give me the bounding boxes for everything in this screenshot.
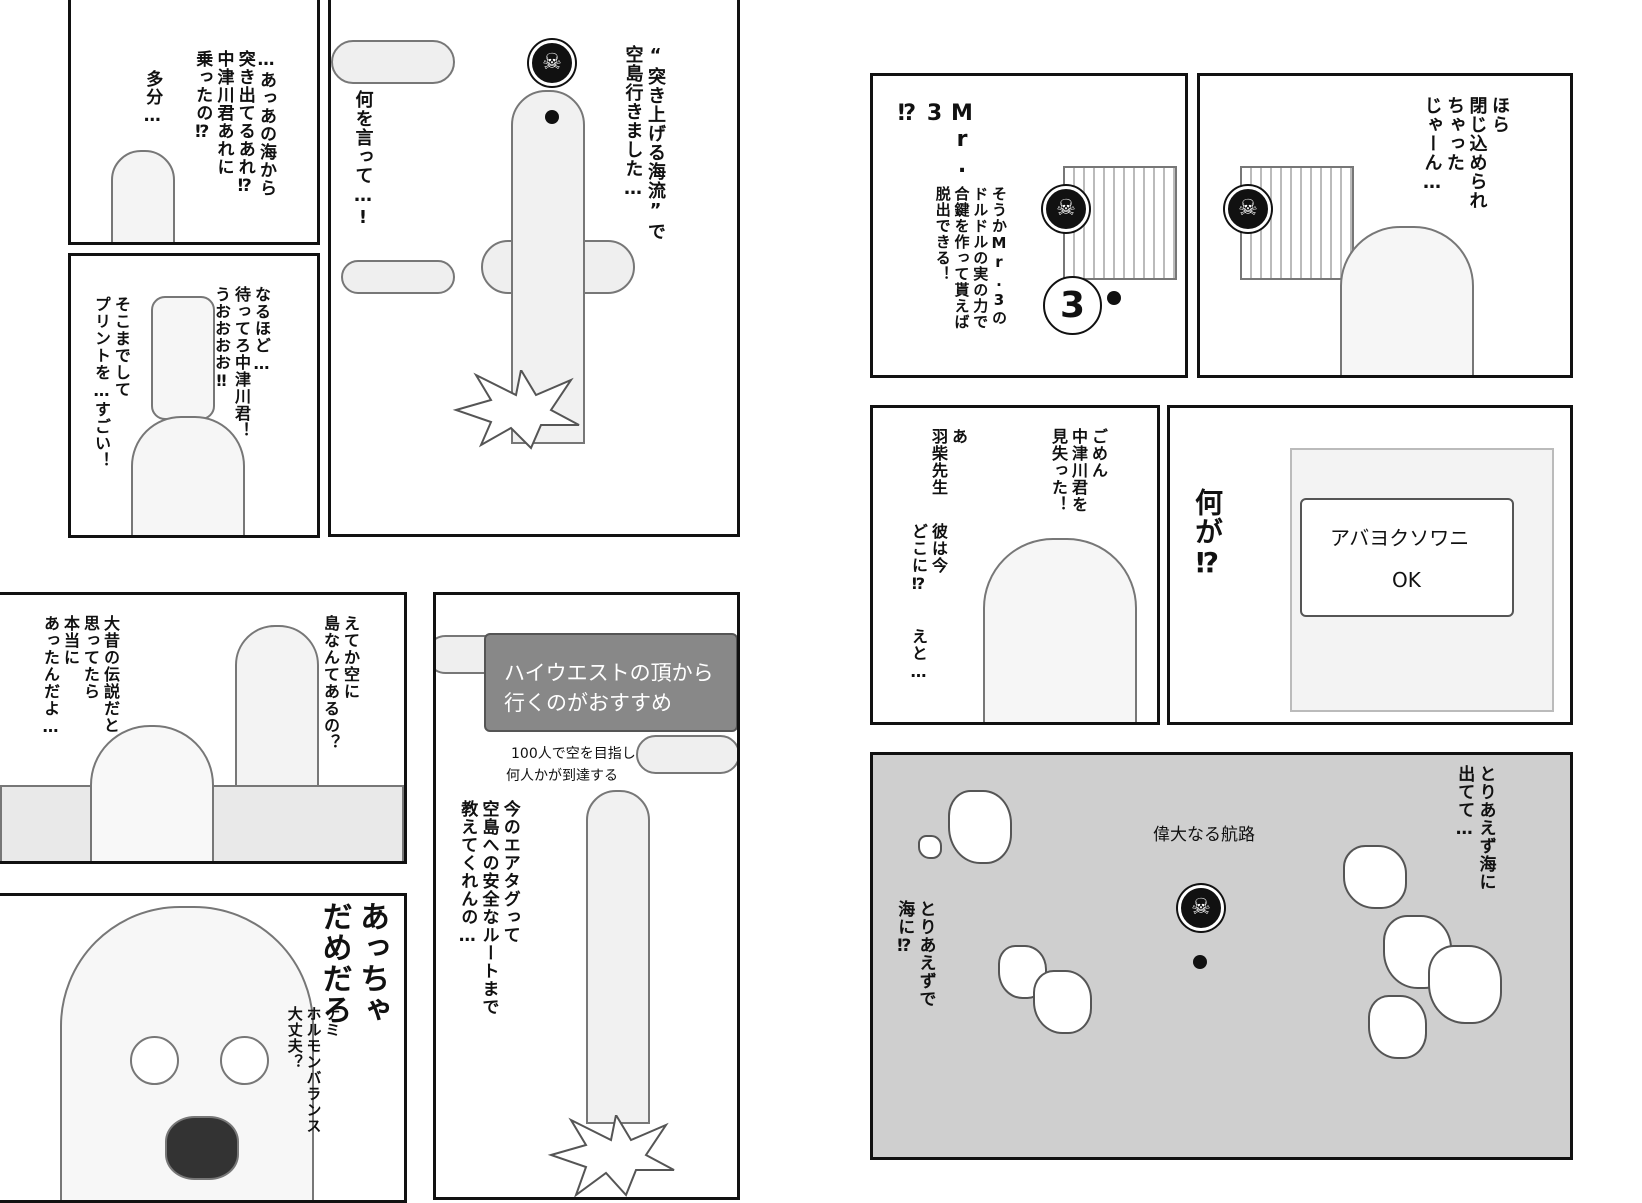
- speech-bubble: ほら 閉じ込められ ちゃった じゃーん…: [1421, 96, 1511, 210]
- island-rock: [1428, 945, 1502, 1024]
- hint-line-2: 行くのがおすすめ: [504, 691, 672, 715]
- speech-bubble: 多分…: [142, 70, 163, 127]
- splash-burst: [452, 370, 580, 450]
- speech-bubble: えてか空に 島なんてあるの？: [321, 615, 360, 751]
- cloud: [636, 735, 737, 774]
- tracker-pin-icon: ☠: [1225, 186, 1271, 232]
- cloud: [331, 40, 455, 84]
- speech-bubble: “突き上げる海流”で 空島行きました…: [622, 45, 667, 241]
- splash-burst: [547, 1115, 675, 1197]
- braid-sketch: [90, 725, 214, 861]
- panel-right-1: ☠ 3 Mr. 3 ⁉ そうかMr.3の ドルドルの実の力で 合鍵を作って貰えば…: [870, 73, 1188, 378]
- phone-sketch: [151, 296, 215, 420]
- speech-bubble: とりあえずで 海に⁉: [894, 900, 936, 1008]
- speech-bubble: とりあえず海に 出てて…: [1454, 765, 1496, 891]
- hint-line-1: ハイウエストの頂から: [504, 661, 714, 685]
- mouth-sketch: [165, 1116, 239, 1180]
- speech-bubble: えと…: [909, 628, 928, 682]
- tracker-pin-icon: ☠: [1178, 885, 1224, 931]
- shout-text: Mr. 3 ⁉: [894, 101, 975, 179]
- speech-bubble: 今のエアタグって 空島への安全なルートまで 教えてくれんの…: [457, 800, 520, 1016]
- hint-box: ハイウエストの頂から 行くのがおすすめ: [484, 633, 737, 732]
- map-label: 偉大なる航路: [1153, 825, 1255, 845]
- panel-left-4: えてか空に 島なんてあるの？ 大昔の伝説だと 思ってたら 本当に あったんだよ…: [0, 592, 407, 864]
- island-rock: [918, 835, 942, 859]
- island-rock: [948, 790, 1012, 864]
- speech-bubble: 彼は今 どこに⁉: [909, 523, 948, 594]
- speech-bubble: そうかMr.3の ドルドルの実の力で 合鍵を作って貰えば 脱出できる！: [933, 186, 1008, 330]
- hand-sketch: [131, 416, 245, 535]
- eye-sketch: [130, 1036, 179, 1085]
- island-rock: [1343, 845, 1407, 909]
- speech-bubble: ごめん 中津川君を 見失った！: [1049, 428, 1108, 513]
- girl-sketch: [111, 150, 175, 242]
- caption-line-1: 100人で空を目指し: [511, 746, 636, 762]
- dialog-box: アバヨクソワニ OK: [1300, 498, 1514, 617]
- speech-bubble: 何を言って…!: [352, 90, 374, 229]
- speech-bubble: ナミ ホルモンバランス 大丈夫？: [285, 1006, 342, 1134]
- dialog-text: アバヨクソワニ: [1330, 526, 1470, 550]
- location-dot: [1107, 291, 1121, 305]
- tracker-pin-icon: ☠: [1043, 186, 1089, 232]
- cloud: [341, 260, 455, 294]
- panel-left-6: あっちゃ だめだろ ナミ ホルモンバランス 大丈夫？: [0, 893, 407, 1203]
- panel-left-2: ☠ “突き上げる海流”で 空島行きました… 何を言って…!: [328, 0, 740, 537]
- island-rock: [1033, 970, 1092, 1034]
- caption-line-2: 何人かが到達する: [506, 768, 618, 784]
- panel-right-3: ごめん 中津川君を 見失った！ あ 羽柴先生 彼は今 どこに⁉ えと…: [870, 405, 1160, 725]
- number-badge: 3: [1043, 276, 1102, 335]
- tracker-pin-icon: ☠: [529, 40, 575, 86]
- sea-column: [586, 790, 650, 1124]
- shout-text: あっちゃ だめだろ: [316, 901, 390, 1025]
- speech-bubble: あ 羽柴先生: [929, 428, 968, 496]
- panel-left-5: ハイウエストの頂から 行くのがおすすめ 100人で空を目指し 何人かが到達する …: [433, 592, 740, 1200]
- panel-left-1: …あっあの海から 突き出てるあれ⁉ 中津川君あれに 乗ったの⁉ 多分…: [68, 0, 320, 245]
- eye-sketch: [220, 1036, 269, 1085]
- shout-text: 何が⁉: [1191, 488, 1224, 580]
- panel-right-2: ☠ ほら 閉じ込められ ちゃった じゃーん…: [1197, 73, 1573, 378]
- speech-bubble: 大昔の伝説だと 思ってたら 本当に あったんだよ…: [41, 615, 120, 737]
- girl-sketch: [1340, 226, 1474, 375]
- panel-right-5: 偉大なる航路 ☠ とりあえず海に 出てて… とりあえずで 海に⁉: [870, 752, 1573, 1160]
- speech-bubble: なるほど… 待ってろ中津川君！ うおおおお‼: [212, 286, 271, 439]
- dialog-ok-button[interactable]: OK: [1392, 568, 1421, 592]
- speech-bubble: …あっあの海から 突き出てるあれ⁉ 中津川君あれに 乗ったの⁉: [192, 50, 276, 197]
- girl-sketch: [983, 538, 1137, 722]
- panel-right-4: 何が⁉ アバヨクソワニ OK: [1167, 405, 1573, 725]
- location-dot: [1193, 955, 1207, 969]
- panel-left-3: なるほど… 待ってろ中津川君！ うおおおお‼ そこまでして プリントを…すごい！: [68, 253, 320, 538]
- location-dot: [545, 110, 559, 124]
- speech-bubble: そこまでして プリントを…すごい！: [92, 296, 131, 469]
- island-rock: [1368, 995, 1427, 1059]
